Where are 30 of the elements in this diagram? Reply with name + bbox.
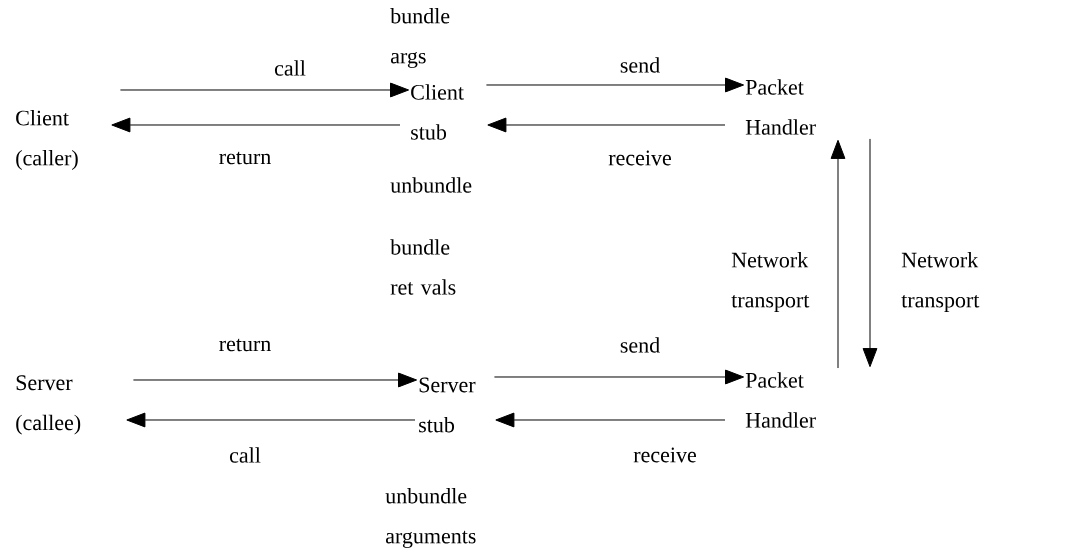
arrow <box>485 77 745 93</box>
arrow <box>862 138 878 368</box>
text-label: Client (caller) <box>16 110 78 170</box>
arrow <box>132 372 418 388</box>
step-note: bundle ret vals <box>390 239 456 295</box>
arrow <box>830 139 846 369</box>
arrow <box>111 117 401 133</box>
edge-label: Network transport <box>900 251 995 313</box>
step-note: unbundle arguments <box>385 488 476 548</box>
edge-label: receive <box>632 446 698 464</box>
text-label: Packet Handler <box>745 79 816 135</box>
step-note: unbundle <box>390 177 472 193</box>
arrow <box>487 117 726 133</box>
edge-label: return <box>217 337 273 353</box>
edge-label: return <box>217 150 273 166</box>
arrow <box>493 369 745 385</box>
edge-label: send <box>618 336 662 354</box>
text-label: Client stub <box>411 84 464 140</box>
edge-label: call <box>228 446 262 464</box>
arrow <box>126 412 416 428</box>
edge-label: receive <box>607 149 673 167</box>
arrow <box>119 82 410 98</box>
step-note: bundle args <box>390 8 450 68</box>
text-label: Packet Handler <box>745 372 816 428</box>
edge-label: send <box>618 56 662 74</box>
edge-label: call <box>273 59 307 77</box>
arrow <box>495 412 726 428</box>
text-label: Server (callee) <box>16 375 81 435</box>
edge-label: Network transport <box>730 251 825 313</box>
text-label: Server stub <box>419 377 476 433</box>
